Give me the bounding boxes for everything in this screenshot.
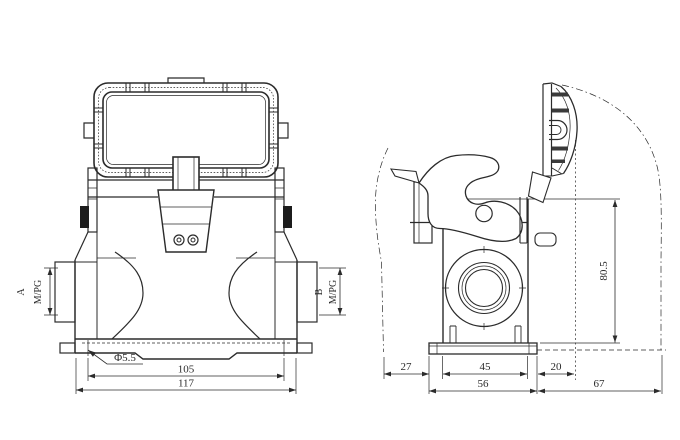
right-tab [278, 122, 289, 139]
cover-slot [549, 119, 568, 141]
gland-bore [464, 268, 504, 308]
flange-ear-right [296, 342, 313, 354]
lever-cam [418, 154, 523, 242]
side-view-dimensions: 80.5 27 45 20 56 [383, 200, 663, 394]
cable-entry-a [54, 261, 76, 323]
dim-cover-offset: 20 [551, 361, 563, 373]
gland-boss [444, 248, 524, 328]
hinge-plate-left [87, 167, 98, 233]
lever-pivot [475, 204, 493, 223]
lever-handle [389, 168, 420, 184]
cable-clamp [157, 189, 215, 253]
flange-ear-left [59, 342, 76, 354]
cover-open [527, 82, 578, 204]
body-contour-left [111, 251, 144, 340]
dim-overall-width: 117 [178, 378, 195, 390]
side-view: 80.5 27 45 20 56 [374, 82, 666, 394]
front-view-dimensions: A M/PG B M/PG Φ5.5 105 117 [16, 267, 346, 394]
lower-body [54, 232, 318, 340]
entry-b-thread-label: M/PG [328, 280, 339, 304]
hinge-pin-right [283, 206, 292, 228]
front-view: A M/PG B M/PG Φ5.5 105 117 [16, 77, 346, 394]
cover-ribs [552, 92, 569, 163]
body-contour-right [228, 251, 261, 340]
latch-assembly [157, 156, 215, 253]
dim-body-width: 45 [480, 361, 492, 373]
mounting-flange [59, 338, 313, 360]
dim-flange-depth: 56 [478, 378, 490, 390]
dim-lever-clearance: 27 [401, 361, 413, 373]
lever-swing-arc [374, 147, 389, 353]
locking-lever [389, 154, 557, 247]
dim-cover-swing: 67 [594, 378, 606, 390]
dim-hole-diameter: Φ5.5 [114, 352, 136, 364]
cover-hinge-arm [527, 171, 552, 204]
cover-swing-arc [561, 84, 662, 352]
hinge-pin-left [80, 206, 89, 228]
swing-paths [374, 84, 666, 380]
clamp-screw-left [173, 234, 185, 246]
left-tab [83, 122, 94, 139]
hinge-plate-right [274, 167, 285, 233]
clamp-screw-right [187, 234, 199, 246]
dim-hole-spacing: 105 [178, 364, 195, 376]
latch-foot [534, 232, 557, 247]
entry-a-label: A [16, 288, 27, 296]
dim-height: 80.5 [598, 261, 610, 281]
side-flange [428, 342, 538, 355]
upper-housing [74, 167, 298, 261]
frame-ribs [94, 83, 278, 177]
cable-entry-b [296, 261, 318, 323]
entry-a-thread-label: M/PG [33, 280, 44, 304]
top-tab [167, 77, 205, 83]
entry-b-label: B [314, 288, 325, 295]
